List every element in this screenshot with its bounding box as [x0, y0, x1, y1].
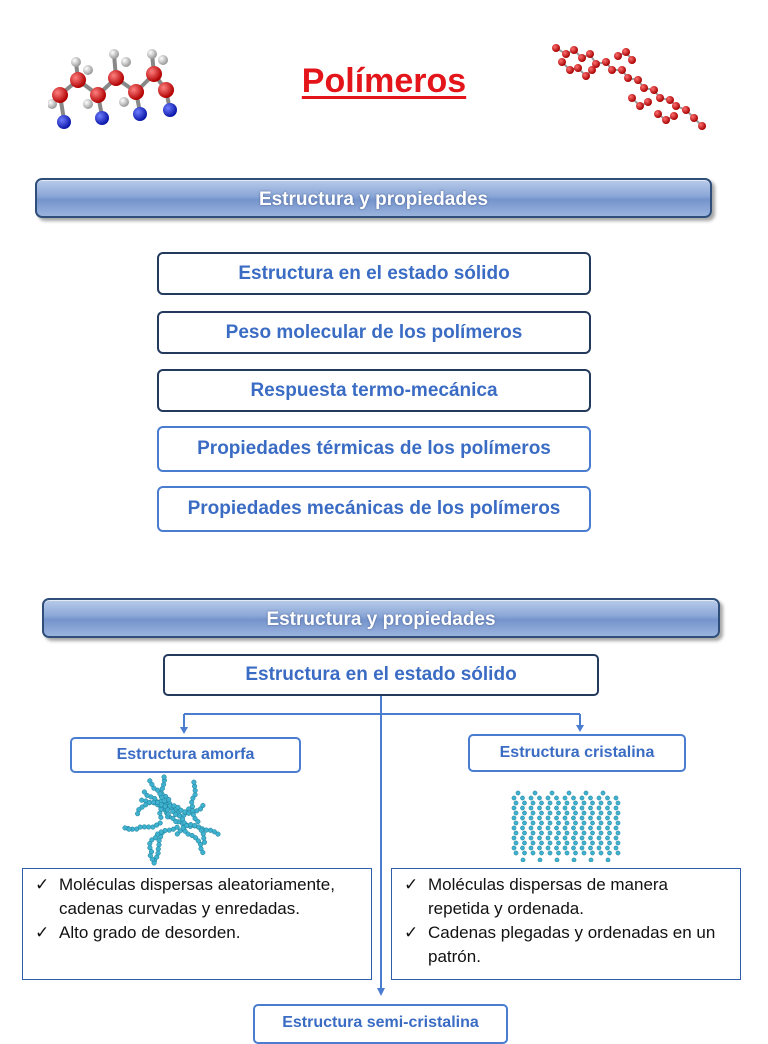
topic-molecular-weight[interactable]: Peso molecular de los polímeros: [157, 311, 591, 354]
section-banner-2: Estructura y propiedades: [42, 598, 720, 638]
list-item: Alto grado de desorden.: [31, 921, 363, 945]
amorphous-structure-icon: [122, 774, 237, 866]
topic-solid-state-structure[interactable]: Estructura en el estado sólido: [157, 252, 591, 295]
topic-mechanical-properties[interactable]: Propiedades mecánicas de los polímeros: [157, 486, 591, 532]
topic-thermal-properties[interactable]: Propiedades térmicas de los polímeros: [157, 426, 591, 472]
page-title: Polímeros: [301, 62, 467, 100]
polymer-chain-icon: [548, 40, 708, 135]
list-item: Moléculas dispersas aleatoriamente, cade…: [31, 873, 363, 921]
list-item: Cadenas plegadas y ordenadas en un patró…: [400, 921, 732, 969]
section-banner: Estructura y propiedades: [35, 178, 712, 218]
node-crystalline[interactable]: Estructura cristalina: [468, 734, 686, 772]
crystalline-description: Moléculas dispersas de manera repetida y…: [391, 868, 741, 980]
list-item: Moléculas dispersas de manera repetida y…: [400, 873, 732, 921]
node-semicrystalline[interactable]: Estructura semi-cristalina: [253, 1004, 508, 1044]
root-node-solid-state[interactable]: Estructura en el estado sólido: [163, 654, 599, 696]
amorphous-description: Moléculas dispersas aleatoriamente, cade…: [22, 868, 372, 980]
topic-thermo-mechanical-response[interactable]: Respuesta termo-mecánica: [157, 369, 591, 412]
polymer-molecule-left-icon: [47, 40, 178, 135]
node-amorphous[interactable]: Estructura amorfa: [70, 737, 301, 773]
crystalline-structure-icon: [508, 790, 626, 863]
